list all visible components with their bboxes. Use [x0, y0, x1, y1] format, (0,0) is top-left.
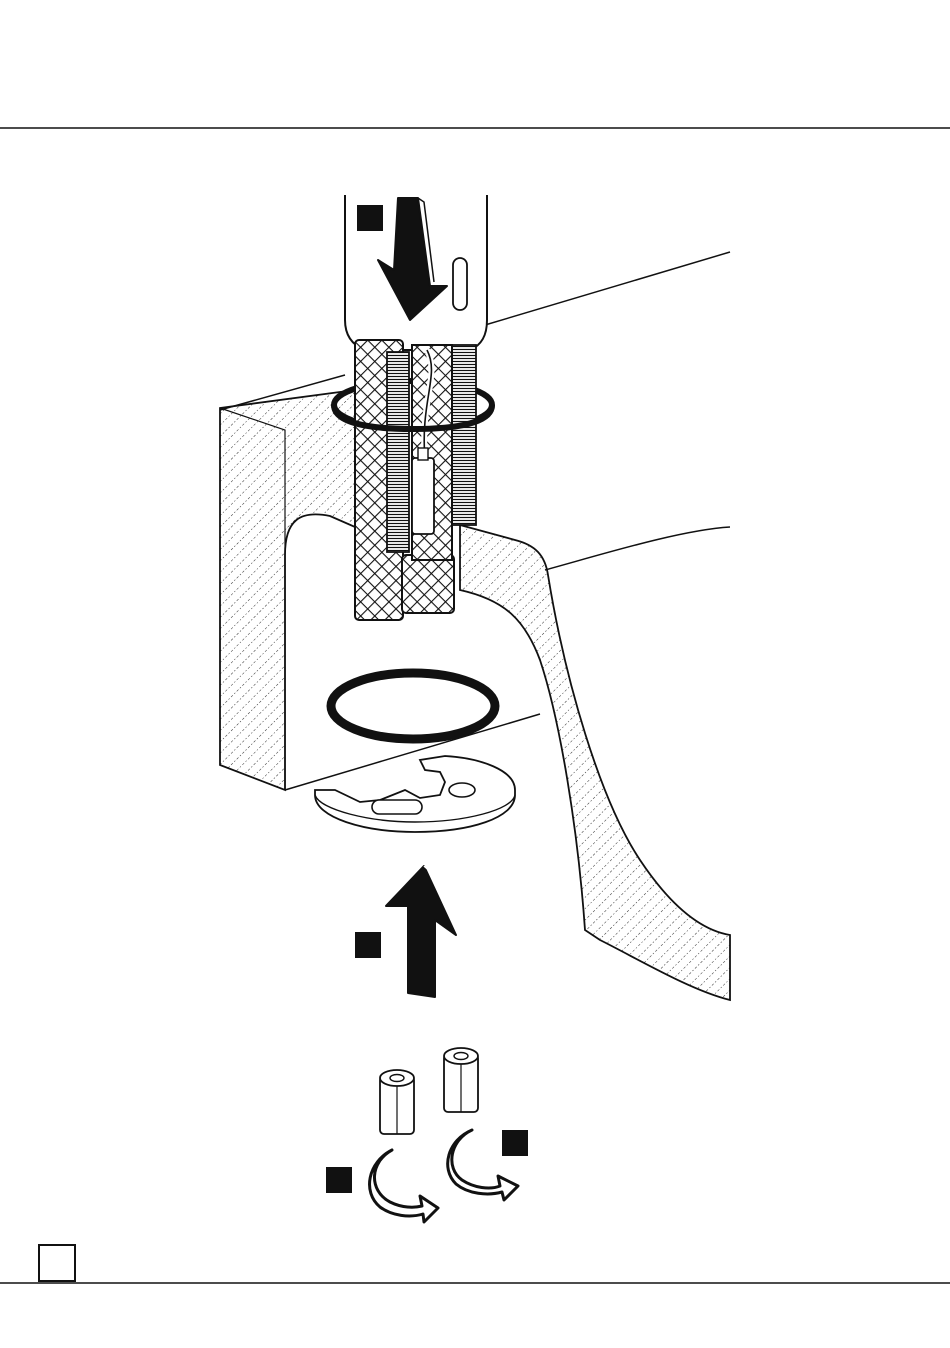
center-hose [412, 345, 452, 560]
lower-o-ring [331, 673, 495, 739]
step-marker-2 [355, 932, 381, 958]
counter-section-left [220, 390, 355, 790]
arrow-up-icon [386, 866, 456, 997]
step-marker-3 [326, 1167, 352, 1193]
rotate-icon-left [370, 1150, 438, 1222]
step-marker-4 [502, 1130, 528, 1156]
page-number-box [38, 1244, 76, 1282]
step-marker-1 [357, 205, 383, 231]
mounting-nut-left [380, 1070, 414, 1134]
counter-section-right [460, 525, 730, 1000]
mounting-nut-right [444, 1048, 478, 1112]
mounting-plate [315, 756, 515, 832]
